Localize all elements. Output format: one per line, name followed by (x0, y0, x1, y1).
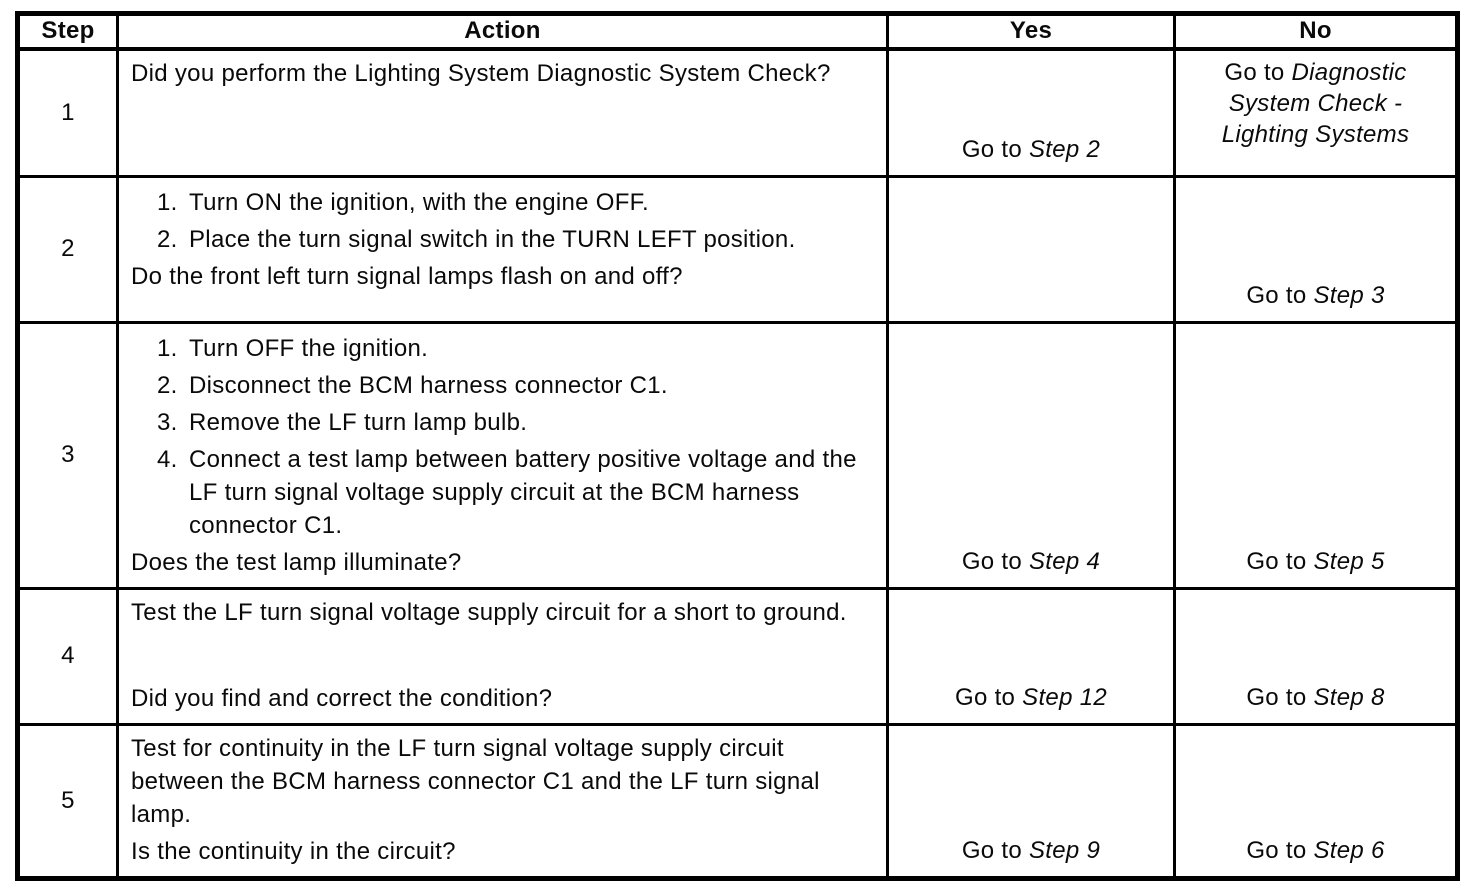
step-number: 3 (16, 320, 119, 590)
action-lead: Test for continuity in the LF turn signa… (131, 734, 820, 828)
list-number: 4. (157, 445, 178, 473)
goto-target: Step 4 (1028, 547, 1101, 575)
action-cell: Did you perform the Lighting System Diag… (116, 47, 889, 178)
action-lead: Test the LF turn signal voltage supply c… (131, 598, 847, 626)
action-cell: Test for continuity in the LF turn signa… (116, 722, 889, 880)
action-list-item: 1. Turn OFF the ignition. (157, 332, 882, 365)
action-question: Does the test lamp illuminate? (131, 548, 462, 576)
header-no: No (1173, 12, 1459, 51)
step-number: 4 (16, 586, 119, 726)
diagnostic-table: Step Action Yes No 1 Did you perform the … (15, 11, 1460, 881)
goto-prefix: Go to (1246, 547, 1307, 575)
goto-prefix: Go to (961, 836, 1023, 864)
yes-cell: Go to Step 9 (886, 722, 1176, 880)
action-question: Did you find and correct the condition? (131, 684, 553, 712)
list-item-text: Turn OFF the ignition. (189, 334, 429, 362)
list-number: 1. (157, 334, 178, 362)
goto-prefix: Go to (1224, 59, 1285, 86)
table-row: 4 Test the LF turn signal voltage supply … (16, 586, 1459, 726)
action-cell: Test the LF turn signal voltage supply c… (116, 586, 889, 726)
list-number: 2. (157, 225, 178, 253)
step-number: 5 (16, 722, 119, 880)
no-cell: Go to Diagnostic System Check - Lighting… (1173, 47, 1459, 178)
goto-prefix: Go to (1246, 836, 1307, 864)
action-list: 1. Turn ON the ignition, with the engine … (131, 186, 882, 256)
action-list-item: 3. Remove the LF turn lamp bulb. (157, 406, 882, 439)
action-list-item: 4. Connect a test lamp between battery po… (157, 443, 882, 542)
header-row: Step Action Yes No (16, 12, 1459, 51)
goto-prefix: Go to (961, 547, 1023, 575)
action-lead: Did you perform the Lighting System Diag… (131, 60, 831, 87)
goto-target: Step 9 (1028, 836, 1101, 864)
document-page: Step Action Yes No 1 Did you perform the … (15, 11, 1460, 881)
yes-cell (886, 174, 1176, 324)
table-row: 3 1. Turn OFF the ignition. 2. Disconnect th… (16, 320, 1459, 590)
goto-prefix: Go to (954, 683, 1016, 711)
action-list-item: 1. Turn ON the ignition, with the engine … (157, 186, 882, 219)
yes-cell: Go to Step 2 (886, 47, 1176, 178)
no-cell: Go to Step 3 (1173, 174, 1459, 324)
list-item-text: Turn ON the ignition, with the engine OF… (189, 188, 649, 216)
table-body: 1 Did you perform the Lighting System Dia… (16, 47, 1459, 880)
header-step: Step (16, 12, 119, 51)
list-item-text: Connect a test lamp between battery posi… (189, 445, 857, 539)
action-question: Is the continuity in the circuit? (131, 837, 456, 865)
header-yes: Yes (886, 12, 1176, 51)
list-item-text: Place the turn signal switch in the TURN… (189, 225, 796, 253)
no-cell: Go to Step 8 (1173, 586, 1459, 726)
yes-cell: Go to Step 4 (886, 320, 1176, 590)
no-cell: Go to Step 5 (1173, 320, 1459, 590)
yes-cell: Go to Step 12 (886, 586, 1176, 726)
goto-prefix: Go to (1246, 683, 1307, 711)
list-number: 1. (157, 188, 178, 216)
table-row: 1 Did you perform the Lighting System Dia… (16, 47, 1459, 178)
list-number: 2. (157, 371, 178, 399)
step-number: 2 (16, 174, 119, 324)
header-action: Action (116, 12, 889, 51)
action-cell: 1. Turn ON the ignition, with the engine … (116, 174, 889, 324)
step-number: 1 (16, 47, 119, 178)
table-row: 2 1. Turn ON the ignition, with the engine… (16, 174, 1459, 324)
list-item-text: Disconnect the BCM harness connector C1. (189, 371, 668, 399)
list-number: 3. (157, 408, 178, 436)
action-list-item: 2. Place the turn signal switch in the TU… (157, 223, 882, 256)
goto-target: Step 3 (1313, 281, 1385, 309)
action-list-item: 2. Disconnect the BCM harness connector C… (157, 369, 882, 402)
goto-target: Diagnostic System Check - Lighting Syste… (1221, 59, 1410, 148)
goto-target: Step 12 (1022, 683, 1107, 711)
goto-target: Step 6 (1313, 836, 1385, 864)
goto-prefix: Go to (1246, 281, 1307, 309)
goto-target: Step 5 (1313, 547, 1385, 575)
goto-prefix: Go to (961, 135, 1023, 163)
action-cell: 1. Turn OFF the ignition. 2. Disconnect the… (116, 320, 889, 590)
goto-target: Step 8 (1313, 683, 1385, 711)
list-item-text: Remove the LF turn lamp bulb. (189, 408, 528, 436)
action-list: 1. Turn OFF the ignition. 2. Disconnect the… (131, 332, 882, 542)
action-question: Do the front left turn signal lamps flas… (131, 262, 683, 290)
no-cell: Go to Step 6 (1173, 722, 1459, 880)
goto-target: Step 2 (1028, 135, 1101, 163)
